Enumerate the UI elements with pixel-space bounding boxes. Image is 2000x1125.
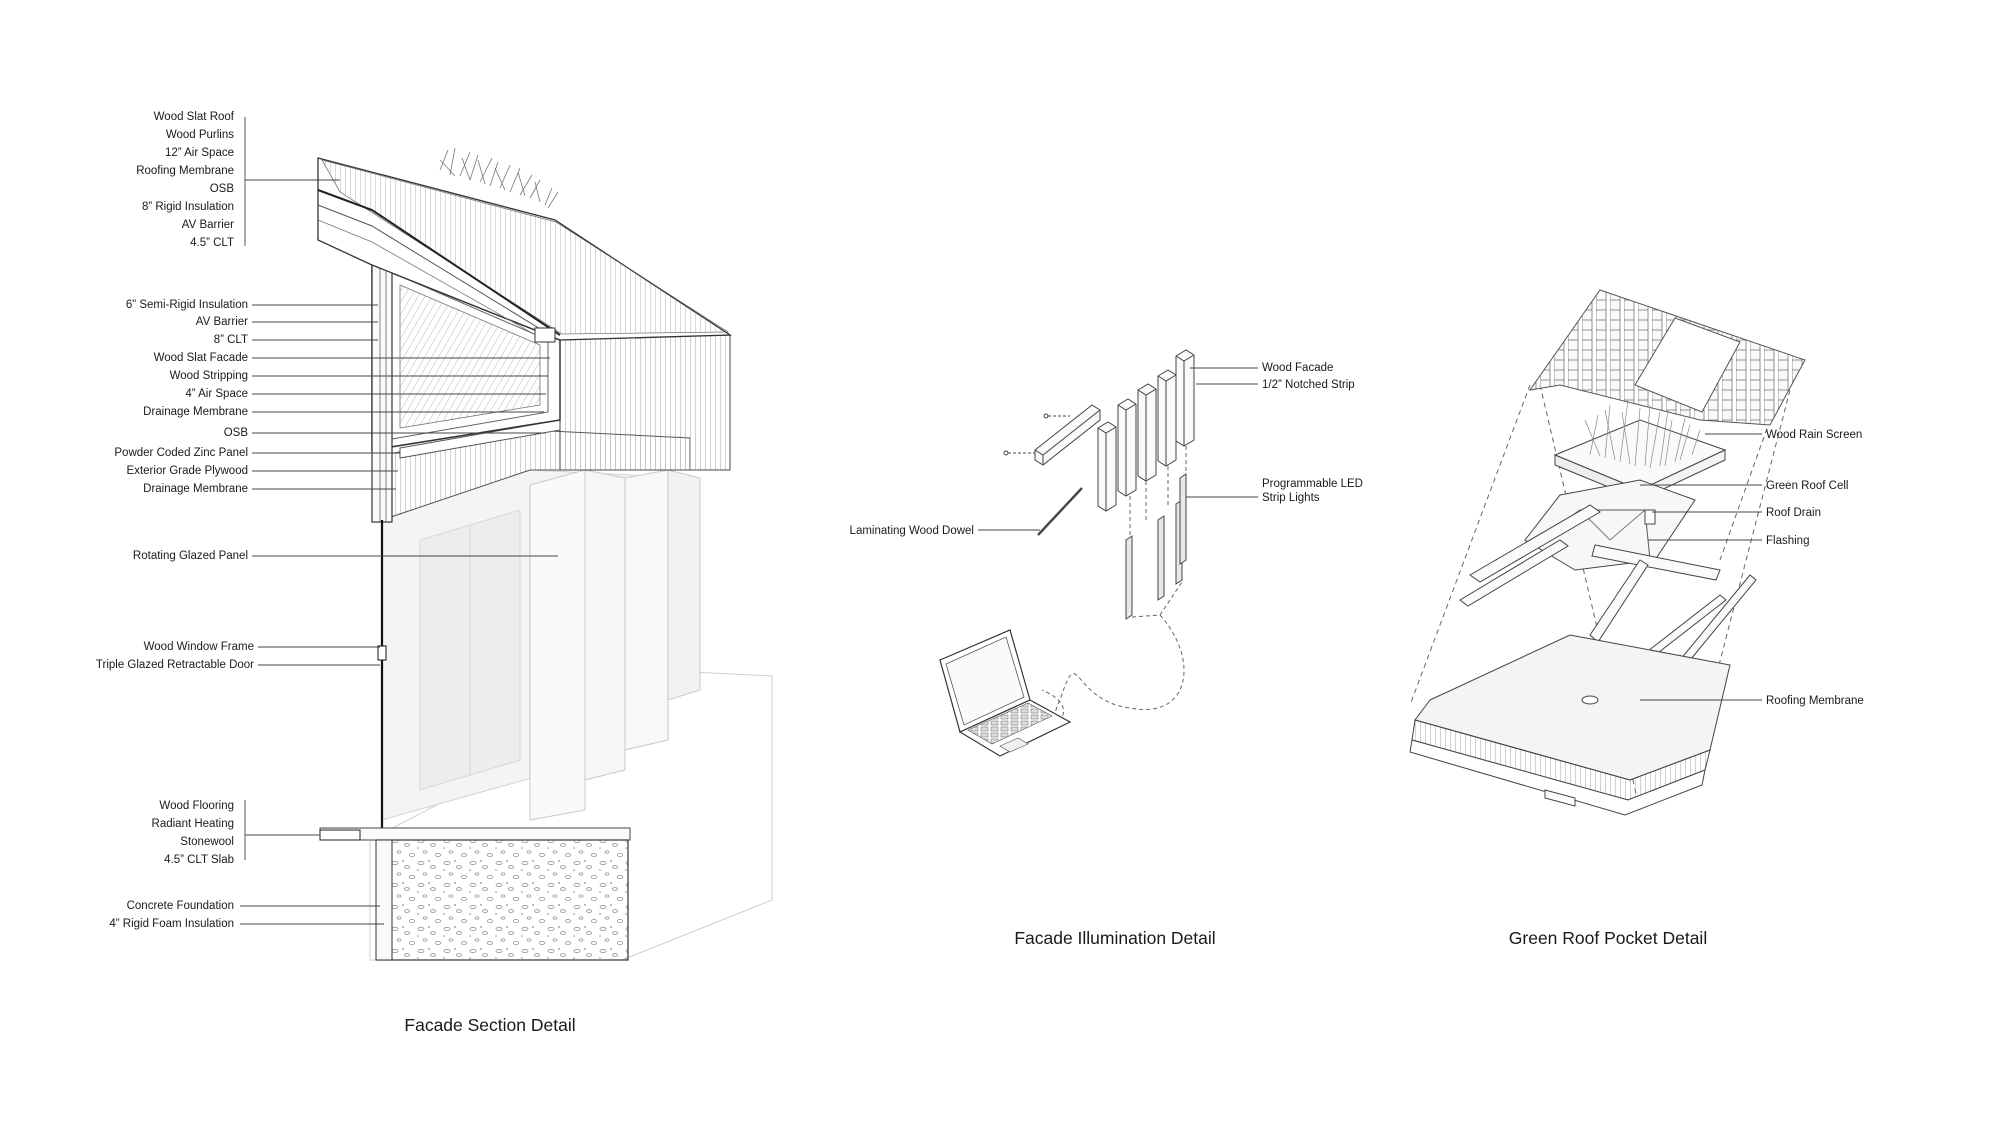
wood-board-6	[1175, 349, 1195, 447]
label-air-space-4: 4” Air Space	[185, 388, 248, 400]
label-clt-wall: 8” CLT	[213, 334, 248, 346]
wood-dowel	[1037, 487, 1083, 536]
facade-section-leaders	[240, 117, 558, 925]
green-roof-leaders	[1640, 433, 1762, 701]
label-led-line-1: Programmable LED	[1262, 478, 1363, 490]
wall-box-side	[559, 334, 731, 471]
label-rigid-foam: 4” Rigid Foam Insulation	[109, 918, 234, 930]
wood-board-4	[1137, 383, 1157, 482]
caption-facade-illumination: Facade Illumination Detail	[1014, 928, 1216, 948]
label-notched-strip: 1/2” Notched Strip	[1262, 379, 1355, 391]
label-semi-rigid-insulation: 6” Semi-Rigid Insulation	[125, 299, 248, 311]
laptop-drawing	[939, 629, 1072, 757]
label-clt-roof: 4.5” CLT	[190, 237, 234, 249]
label-osb-wall: OSB	[223, 427, 248, 439]
foam-insulation	[375, 839, 393, 961]
label-wood-slat-facade: Wood Slat Facade	[153, 352, 248, 364]
label-stonewool: Stonewool	[180, 836, 234, 848]
label-zinc-panel: Powder Coded Zinc Panel	[114, 447, 248, 459]
label-wood-stripping: Wood Stripping	[169, 370, 248, 382]
led-strip-1	[1125, 535, 1133, 620]
wall-layers-strip	[371, 261, 393, 523]
wood-board-5	[1157, 369, 1177, 467]
facade-section-drawing	[317, 147, 773, 961]
label-green-roof-cell: Green Roof Cell	[1766, 480, 1849, 492]
label-laminating-dowel: Laminating Wood Dowel	[849, 525, 974, 537]
green-roof-plants	[1584, 399, 1701, 469]
green-roof-drawing	[1409, 289, 1806, 816]
label-wood-purlins: Wood Purlins	[165, 129, 234, 141]
label-av-barrier-wall: AV Barrier	[195, 316, 248, 328]
label-wood-flooring: Wood Flooring	[159, 800, 234, 812]
label-wood-facade: Wood Facade	[1262, 362, 1334, 374]
label-wood-window-frame: Wood Window Frame	[143, 641, 254, 653]
label-flashing: Flashing	[1766, 535, 1810, 547]
label-led-line-2: Strip Lights	[1262, 492, 1320, 504]
label-roofing-membrane: Roofing Membrane	[136, 165, 234, 177]
label-drainage-membrane-2: Drainage Membrane	[143, 483, 248, 495]
concrete-foundation	[377, 839, 629, 961]
label-exterior-plywood: Exterior Grade Plywood	[126, 465, 248, 477]
rotating-glazed-panels	[529, 469, 701, 821]
wood-board-2	[1097, 421, 1117, 512]
label-roof-drain: Roof Drain	[1766, 507, 1821, 519]
caption-facade-section: Facade Section Detail	[404, 1015, 576, 1035]
roof-slats	[321, 159, 730, 335]
label-wood-rain-screen: Wood Rain Screen	[1766, 429, 1863, 441]
caption-green-roof-pocket: Green Roof Pocket Detail	[1508, 928, 1708, 948]
roof-drain-box	[1644, 509, 1656, 525]
label-roofing-membrane-green: Roofing Membrane	[1766, 695, 1864, 707]
roof-grass	[439, 147, 559, 209]
floor-slab	[319, 827, 631, 841]
label-osb-roof: OSB	[209, 183, 234, 195]
label-concrete-foundation: Concrete Foundation	[126, 900, 234, 912]
label-drainage-membrane-1: Drainage Membrane	[143, 406, 248, 418]
label-radiant-heating: Radiant Heating	[151, 818, 234, 830]
led-strip-4	[1179, 473, 1187, 565]
wood-board-1	[1034, 404, 1101, 466]
label-clt-slab: 4.5” CLT Slab	[164, 854, 234, 866]
illumination-leaders	[978, 367, 1258, 531]
label-av-barrier-roof: AV Barrier	[181, 219, 234, 231]
led-cable	[1041, 581, 1185, 721]
led-strip-2	[1157, 515, 1165, 601]
facade-illumination-drawing	[939, 349, 1195, 757]
label-rotating-glazed-panel: Rotating Glazed Panel	[132, 550, 248, 562]
label-retractable-door: Triple Glazed Retractable Door	[95, 659, 254, 671]
label-rigid-insulation: 8” Rigid Insulation	[141, 201, 234, 213]
label-air-space-12: 12” Air Space	[164, 147, 234, 159]
wood-board-3	[1117, 398, 1137, 497]
label-wood-slat-roof: Wood Slat Roof	[153, 111, 234, 123]
